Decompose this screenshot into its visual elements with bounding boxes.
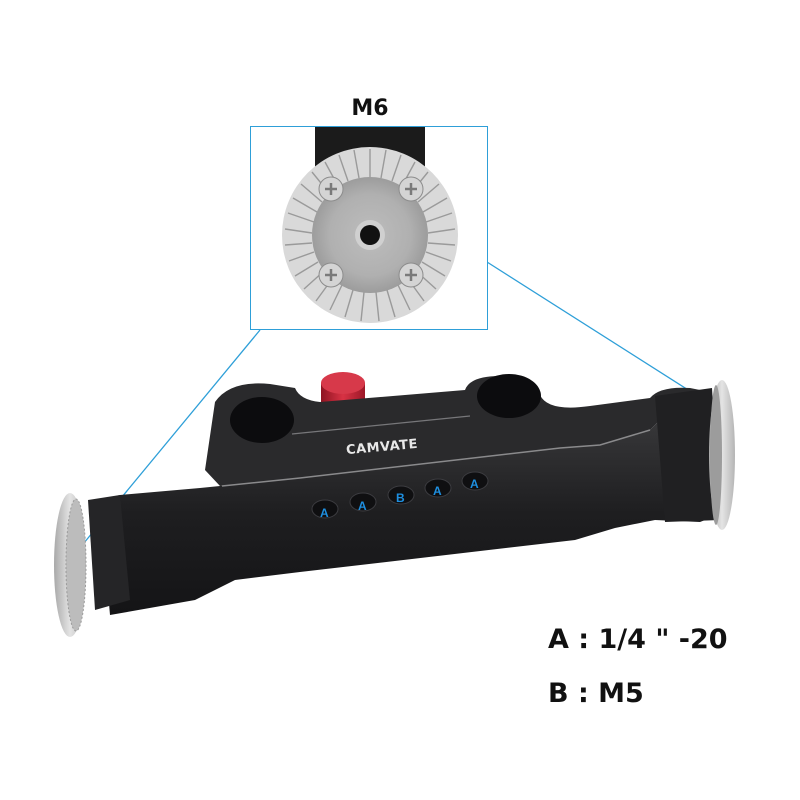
threaded-holes [311,471,489,519]
spec-thread-a: A : 1/4 " -20 [548,624,728,655]
spec-thread-b: B : M5 [548,678,644,709]
callout-title: M6 [351,96,389,121]
rod-clamp-body [88,374,720,615]
hole-label: A [358,499,367,513]
callout-inset [250,126,488,330]
rosette-detail [282,127,458,323]
hole-label: A [433,484,442,498]
hole-label: A [320,506,329,520]
rosette-left [54,493,87,637]
rosette-right [709,380,735,530]
hole-label: A [470,477,479,491]
hole-label: B [396,491,405,505]
